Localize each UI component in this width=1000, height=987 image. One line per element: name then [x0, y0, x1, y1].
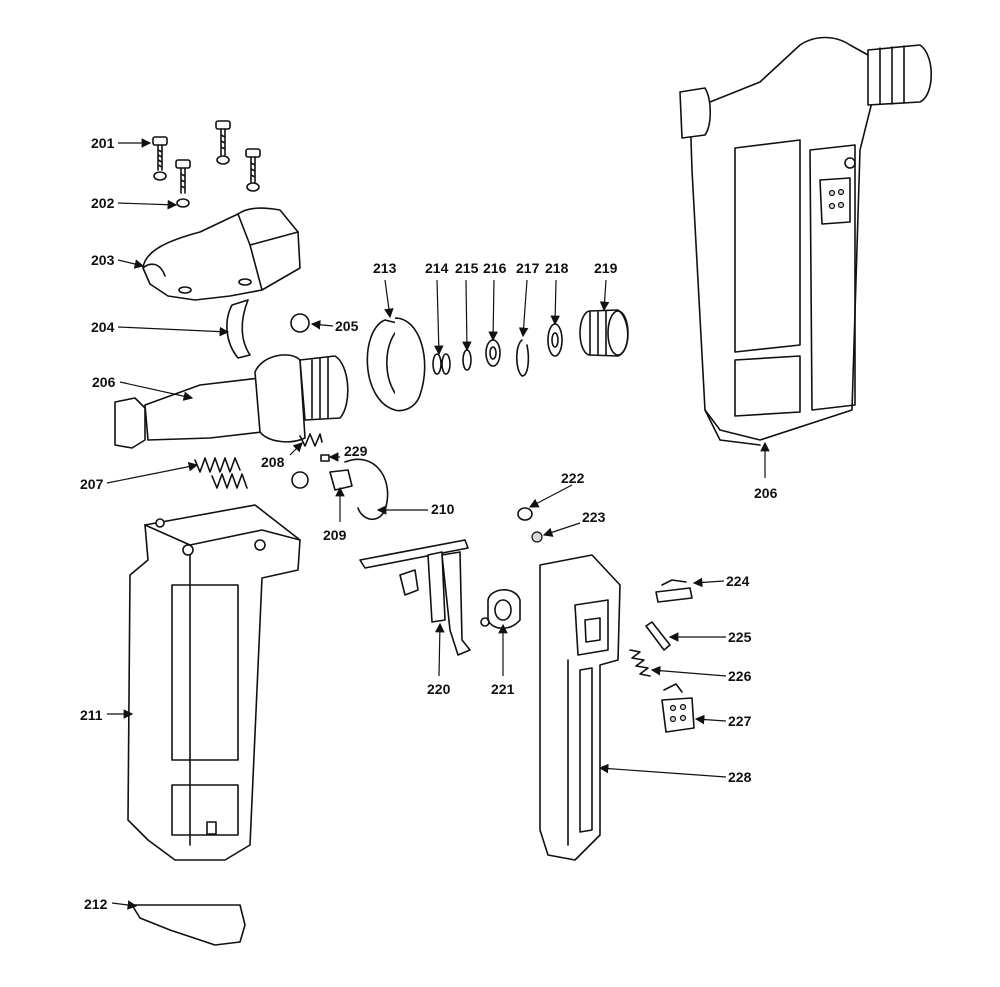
- label-223: 223: [582, 509, 606, 525]
- label-221: 221: [491, 681, 515, 697]
- ball-part: [290, 313, 310, 333]
- label-228: 228: [728, 769, 752, 785]
- nut-part-222: [517, 507, 533, 521]
- label-209: 209: [323, 527, 347, 543]
- leader-lines: [106, 138, 770, 910]
- washer-hole: [489, 346, 497, 360]
- spring-part-226: [629, 649, 651, 677]
- label-206-right: 206: [754, 485, 778, 501]
- label-214: 214: [425, 260, 449, 276]
- housing-left-part: [127, 504, 301, 861]
- label-224: 224: [726, 573, 750, 589]
- spring-part-2: [211, 473, 248, 489]
- housing-right-part: [539, 554, 621, 861]
- clip-part: [226, 299, 251, 359]
- label-201: 201: [91, 135, 115, 151]
- label-202: 202: [91, 195, 115, 211]
- collar-ring-part: [366, 317, 426, 412]
- label-213: 213: [373, 260, 397, 276]
- rod-part-225: [645, 621, 671, 651]
- slide-part-224: [655, 587, 693, 603]
- bottom-cap-part: [131, 904, 246, 946]
- trigger-linkage-part: [359, 539, 471, 656]
- label-220: 220: [427, 681, 451, 697]
- bushing-part-219: [579, 309, 629, 357]
- slide-ridge: [661, 579, 687, 586]
- latch-block-part: [329, 469, 353, 491]
- washer-part-218: [547, 323, 563, 357]
- pin-part: [320, 454, 330, 462]
- small-spring-part: [299, 433, 323, 447]
- label-222: 222: [561, 470, 585, 486]
- label-205: 205: [335, 318, 359, 334]
- label-206-left: 206: [92, 374, 116, 390]
- oring-part-214a: [432, 353, 442, 375]
- label-216: 216: [483, 260, 507, 276]
- oring-part-215: [462, 349, 472, 371]
- screw-group: [152, 120, 261, 208]
- label-227: 227: [728, 713, 752, 729]
- label-207: 207: [80, 476, 104, 492]
- circlip-part-217: [515, 339, 530, 377]
- small-ball-part: [291, 471, 309, 489]
- switch-part: [480, 589, 521, 630]
- label-229: 229: [344, 443, 368, 459]
- button-part-227: [661, 683, 695, 733]
- label-211: 211: [80, 707, 103, 723]
- label-215: 215: [455, 260, 479, 276]
- nut-part-223: [531, 531, 543, 543]
- label-203: 203: [91, 252, 115, 268]
- label-218: 218: [545, 260, 569, 276]
- label-226: 226: [728, 668, 752, 684]
- label-217: 217: [516, 260, 540, 276]
- label-204: 204: [91, 319, 115, 335]
- label-208: 208: [261, 454, 285, 470]
- part-labels: 201 202 203 204 205 206 207 208 229 209 …: [80, 135, 778, 912]
- washer-part-216: [485, 339, 501, 367]
- gear-assembly-part: [114, 354, 349, 449]
- front-cover-part: [142, 207, 301, 301]
- spring-part: [194, 457, 241, 473]
- label-225: 225: [728, 629, 752, 645]
- label-212: 212: [84, 896, 108, 912]
- assembled-tool-part: [679, 36, 932, 446]
- label-219: 219: [594, 260, 618, 276]
- washer-218-hole: [551, 332, 559, 348]
- oring-part-214b: [441, 353, 451, 375]
- label-210: 210: [431, 501, 455, 517]
